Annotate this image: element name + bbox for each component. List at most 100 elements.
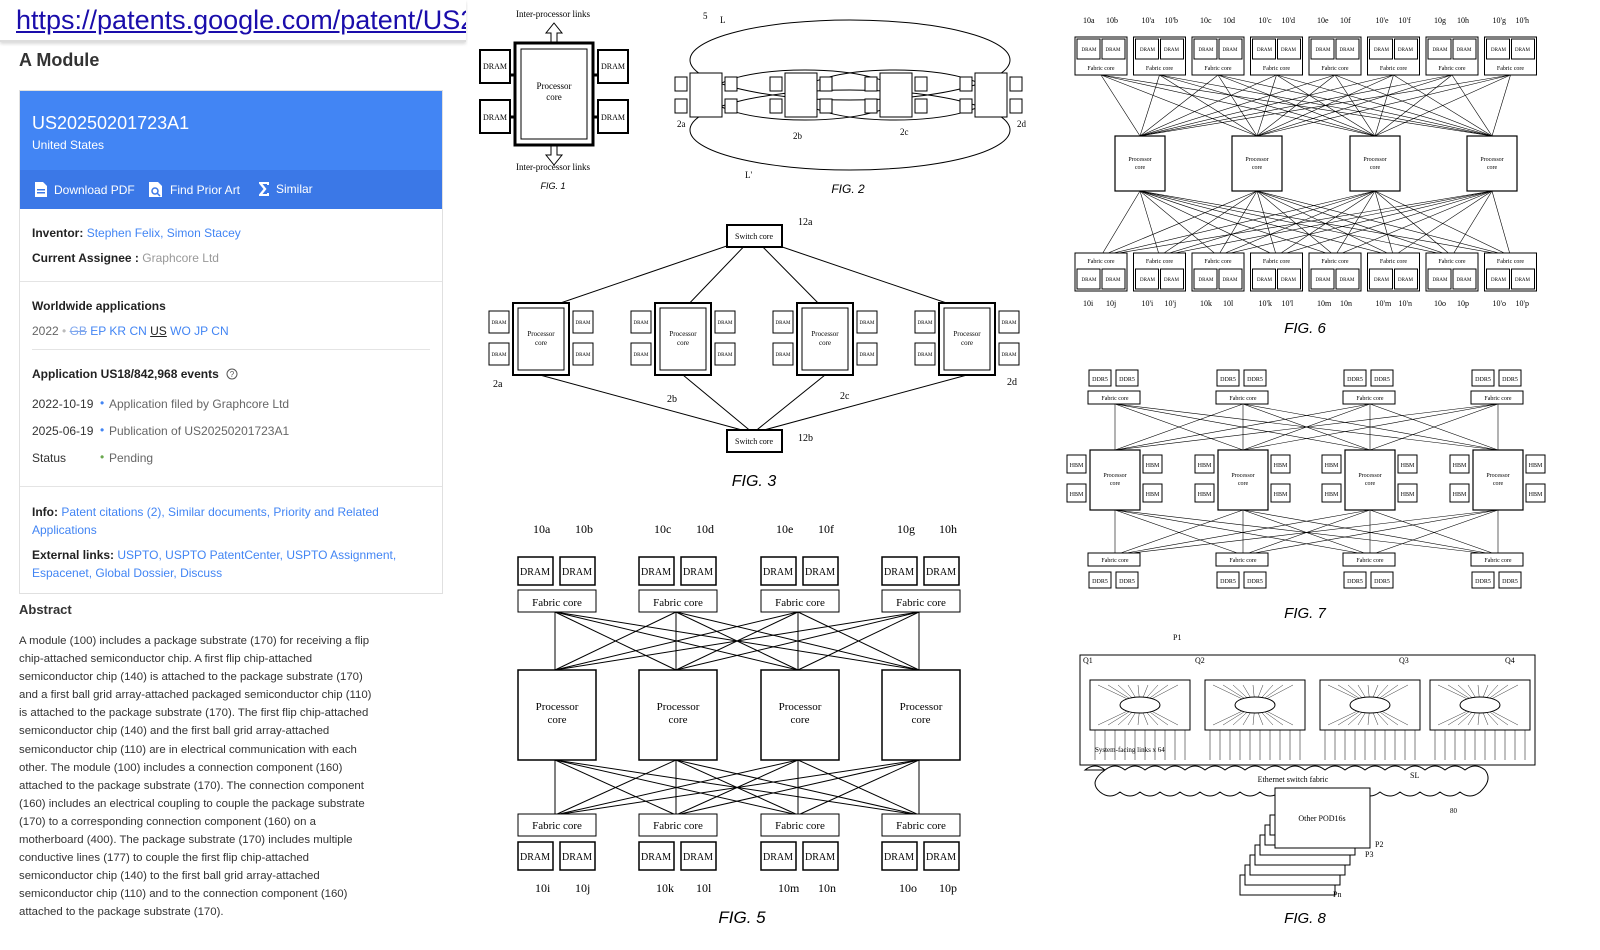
- fig8-core: [1459, 696, 1501, 714]
- fig8-label: P2: [1375, 840, 1383, 849]
- fig7-hbm-box: [1321, 454, 1342, 474]
- external-links-label: External links:: [32, 548, 115, 562]
- patent-header: US20250201723A1 United States Download P…: [20, 91, 442, 209]
- fig7-ddr-box: [1343, 369, 1367, 387]
- event-dot: •: [100, 396, 105, 410]
- fig5-dram-box: [680, 841, 717, 871]
- fig3-switch: Switch core: [735, 232, 773, 241]
- fig5-fabric-bottom: [881, 813, 961, 837]
- fig1-top-label: Inter-processor links: [516, 9, 591, 19]
- fig7-ddr-label: DDR5: [1119, 377, 1135, 383]
- fig6-id: 10c: [1200, 16, 1212, 25]
- fig3-core-label: Processor: [953, 330, 981, 338]
- fig6-fabric-label: Fabric core: [1497, 66, 1524, 72]
- fig6-fabric-label: Fabric core: [1380, 259, 1407, 265]
- country-ep[interactable]: EP: [90, 324, 107, 338]
- fig6-id: 10o: [1434, 299, 1446, 308]
- fig8-label: 80: [1450, 807, 1458, 815]
- patent-url-link[interactable]: https://patents.google.com/patent/US2025…: [16, 5, 466, 35]
- fig5-link: [554, 611, 920, 671]
- fig7-hbm-label: HBM: [1070, 463, 1084, 469]
- fig2-caption: FIG. 2: [831, 182, 865, 196]
- url-bar[interactable]: https://patents.google.com/patent/US2025…: [0, 0, 466, 42]
- fig7-fabric-box: [1087, 552, 1141, 567]
- fig7-hbm-label: HBM: [1529, 463, 1543, 469]
- info-links[interactable]: Patent citations (2), Similar documents,…: [32, 505, 379, 537]
- find-prior-art-button[interactable]: Find Prior Art: [148, 181, 240, 198]
- figure-8: System-facing links x 64 Ethernet switch…: [1079, 633, 1536, 927]
- fig7-hbm-label: HBM: [1529, 492, 1543, 498]
- fig3-core-inner: [659, 307, 707, 371]
- help-icon[interactable]: ?: [226, 368, 238, 380]
- fig6-dram-label: DRAM: [1432, 48, 1448, 53]
- fig7-ddr-box: [1216, 571, 1240, 589]
- fig6-fabric-label: Fabric core: [1204, 259, 1231, 265]
- fig6-dram-label: DRAM: [1315, 48, 1331, 53]
- fig5-link: [554, 759, 920, 816]
- fig6-dram-box: [1486, 38, 1510, 60]
- fig6-dram-box: [1310, 268, 1335, 290]
- fig6-link: [1256, 74, 1453, 137]
- fig3-label: 2c: [840, 391, 850, 402]
- fig7-hbm-label: HBM: [1325, 492, 1339, 498]
- fig5-id: 10g: [897, 522, 915, 536]
- fig6-id: 10'e: [1376, 16, 1389, 25]
- country-gb[interactable]: GB: [69, 324, 87, 338]
- external-links[interactable]: USPTO, USPTO PatentCenter, USPTO Assignm…: [32, 548, 397, 580]
- fig3-label: 12a: [798, 217, 813, 228]
- fig7-hbm-box: [1142, 483, 1163, 503]
- fig3-label: 2d: [1007, 377, 1017, 388]
- fig7-fabric-label: Fabric core: [1229, 558, 1256, 564]
- fig6-core-label: Processor: [1245, 157, 1268, 163]
- fig6-core-box: [1114, 135, 1166, 192]
- fig6-id: 10'g: [1493, 16, 1506, 25]
- fig5-core-label: core: [669, 714, 688, 726]
- fig5-dram-box: [638, 841, 675, 871]
- fig5-dram-label: DRAM: [805, 852, 835, 863]
- fig7-core-label: Processor: [1103, 473, 1126, 479]
- fig3-switch: Switch core: [735, 437, 773, 446]
- fig5-core-label: core: [548, 714, 567, 726]
- fig3-dram-box: [772, 342, 794, 366]
- fig7-fabric-box: [1470, 390, 1524, 405]
- fig3-caption: FIG. 3: [732, 473, 777, 490]
- fig6-dram-box: [1310, 38, 1335, 60]
- download-pdf-button[interactable]: Download PDF: [34, 181, 135, 198]
- similar-button[interactable]: Similar: [258, 181, 313, 197]
- abstract-title: Abstract: [19, 602, 72, 617]
- status-dot: •: [100, 450, 105, 464]
- inventor-links[interactable]: Stephen Felix, Simon Stacey: [86, 226, 241, 240]
- fig3-dram-label: DRAM: [717, 353, 733, 358]
- fig5-dram-label: DRAM: [926, 567, 956, 578]
- country-cn[interactable]: CN: [129, 324, 147, 338]
- fig7-ddr-box: [1088, 571, 1112, 589]
- country-cn-2[interactable]: CN: [211, 324, 229, 338]
- fig3-dram-label: DRAM: [633, 321, 649, 326]
- fig8-label: Q3: [1399, 656, 1409, 665]
- country-us[interactable]: US: [150, 324, 167, 338]
- fig7-ddr-label: DDR5: [1475, 377, 1491, 383]
- fig7-ddr-label: DDR5: [1220, 579, 1236, 585]
- fig5-id: 10d: [696, 522, 714, 536]
- country-wo[interactable]: WO: [170, 324, 191, 338]
- fig5-core-box: [638, 669, 718, 761]
- fig7-hbm-box: [1449, 454, 1470, 474]
- fig6-dram-label: DRAM: [1140, 48, 1156, 53]
- fig7-fabric-label: Fabric core: [1229, 396, 1256, 402]
- country-kr[interactable]: KR: [109, 324, 127, 338]
- fig6-core-label: core: [1487, 165, 1498, 171]
- fig3-dram-box: [998, 342, 1020, 366]
- fig3-dram-box: [856, 310, 878, 334]
- fig6-link: [1139, 190, 1453, 257]
- divider: [20, 486, 442, 487]
- fig5-fabric-bottom: [517, 813, 597, 837]
- fig8-label: P3: [1365, 850, 1373, 859]
- fig7-hbm-box: [1525, 483, 1546, 503]
- fig3-core-inner: [943, 307, 991, 371]
- fig5-dram-box: [760, 841, 797, 871]
- country-jp[interactable]: JP: [194, 324, 208, 338]
- fig5-id: 10f: [818, 522, 834, 536]
- fig5-fabric-top: [638, 589, 718, 613]
- fig7-hbm-label: HBM: [1453, 492, 1467, 498]
- fig6-fabric-label: Fabric core: [1263, 259, 1290, 265]
